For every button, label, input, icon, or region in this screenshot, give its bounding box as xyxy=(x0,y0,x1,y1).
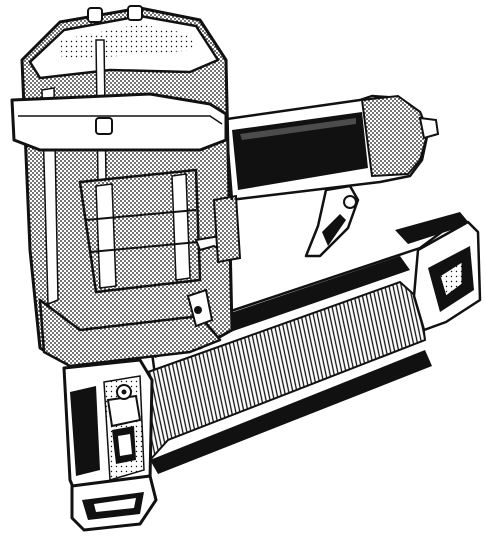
handle xyxy=(218,94,440,258)
frame-bracket xyxy=(212,149,242,264)
magazine xyxy=(146,212,482,474)
nose-piece xyxy=(62,358,158,532)
cylinder-body xyxy=(10,5,234,368)
